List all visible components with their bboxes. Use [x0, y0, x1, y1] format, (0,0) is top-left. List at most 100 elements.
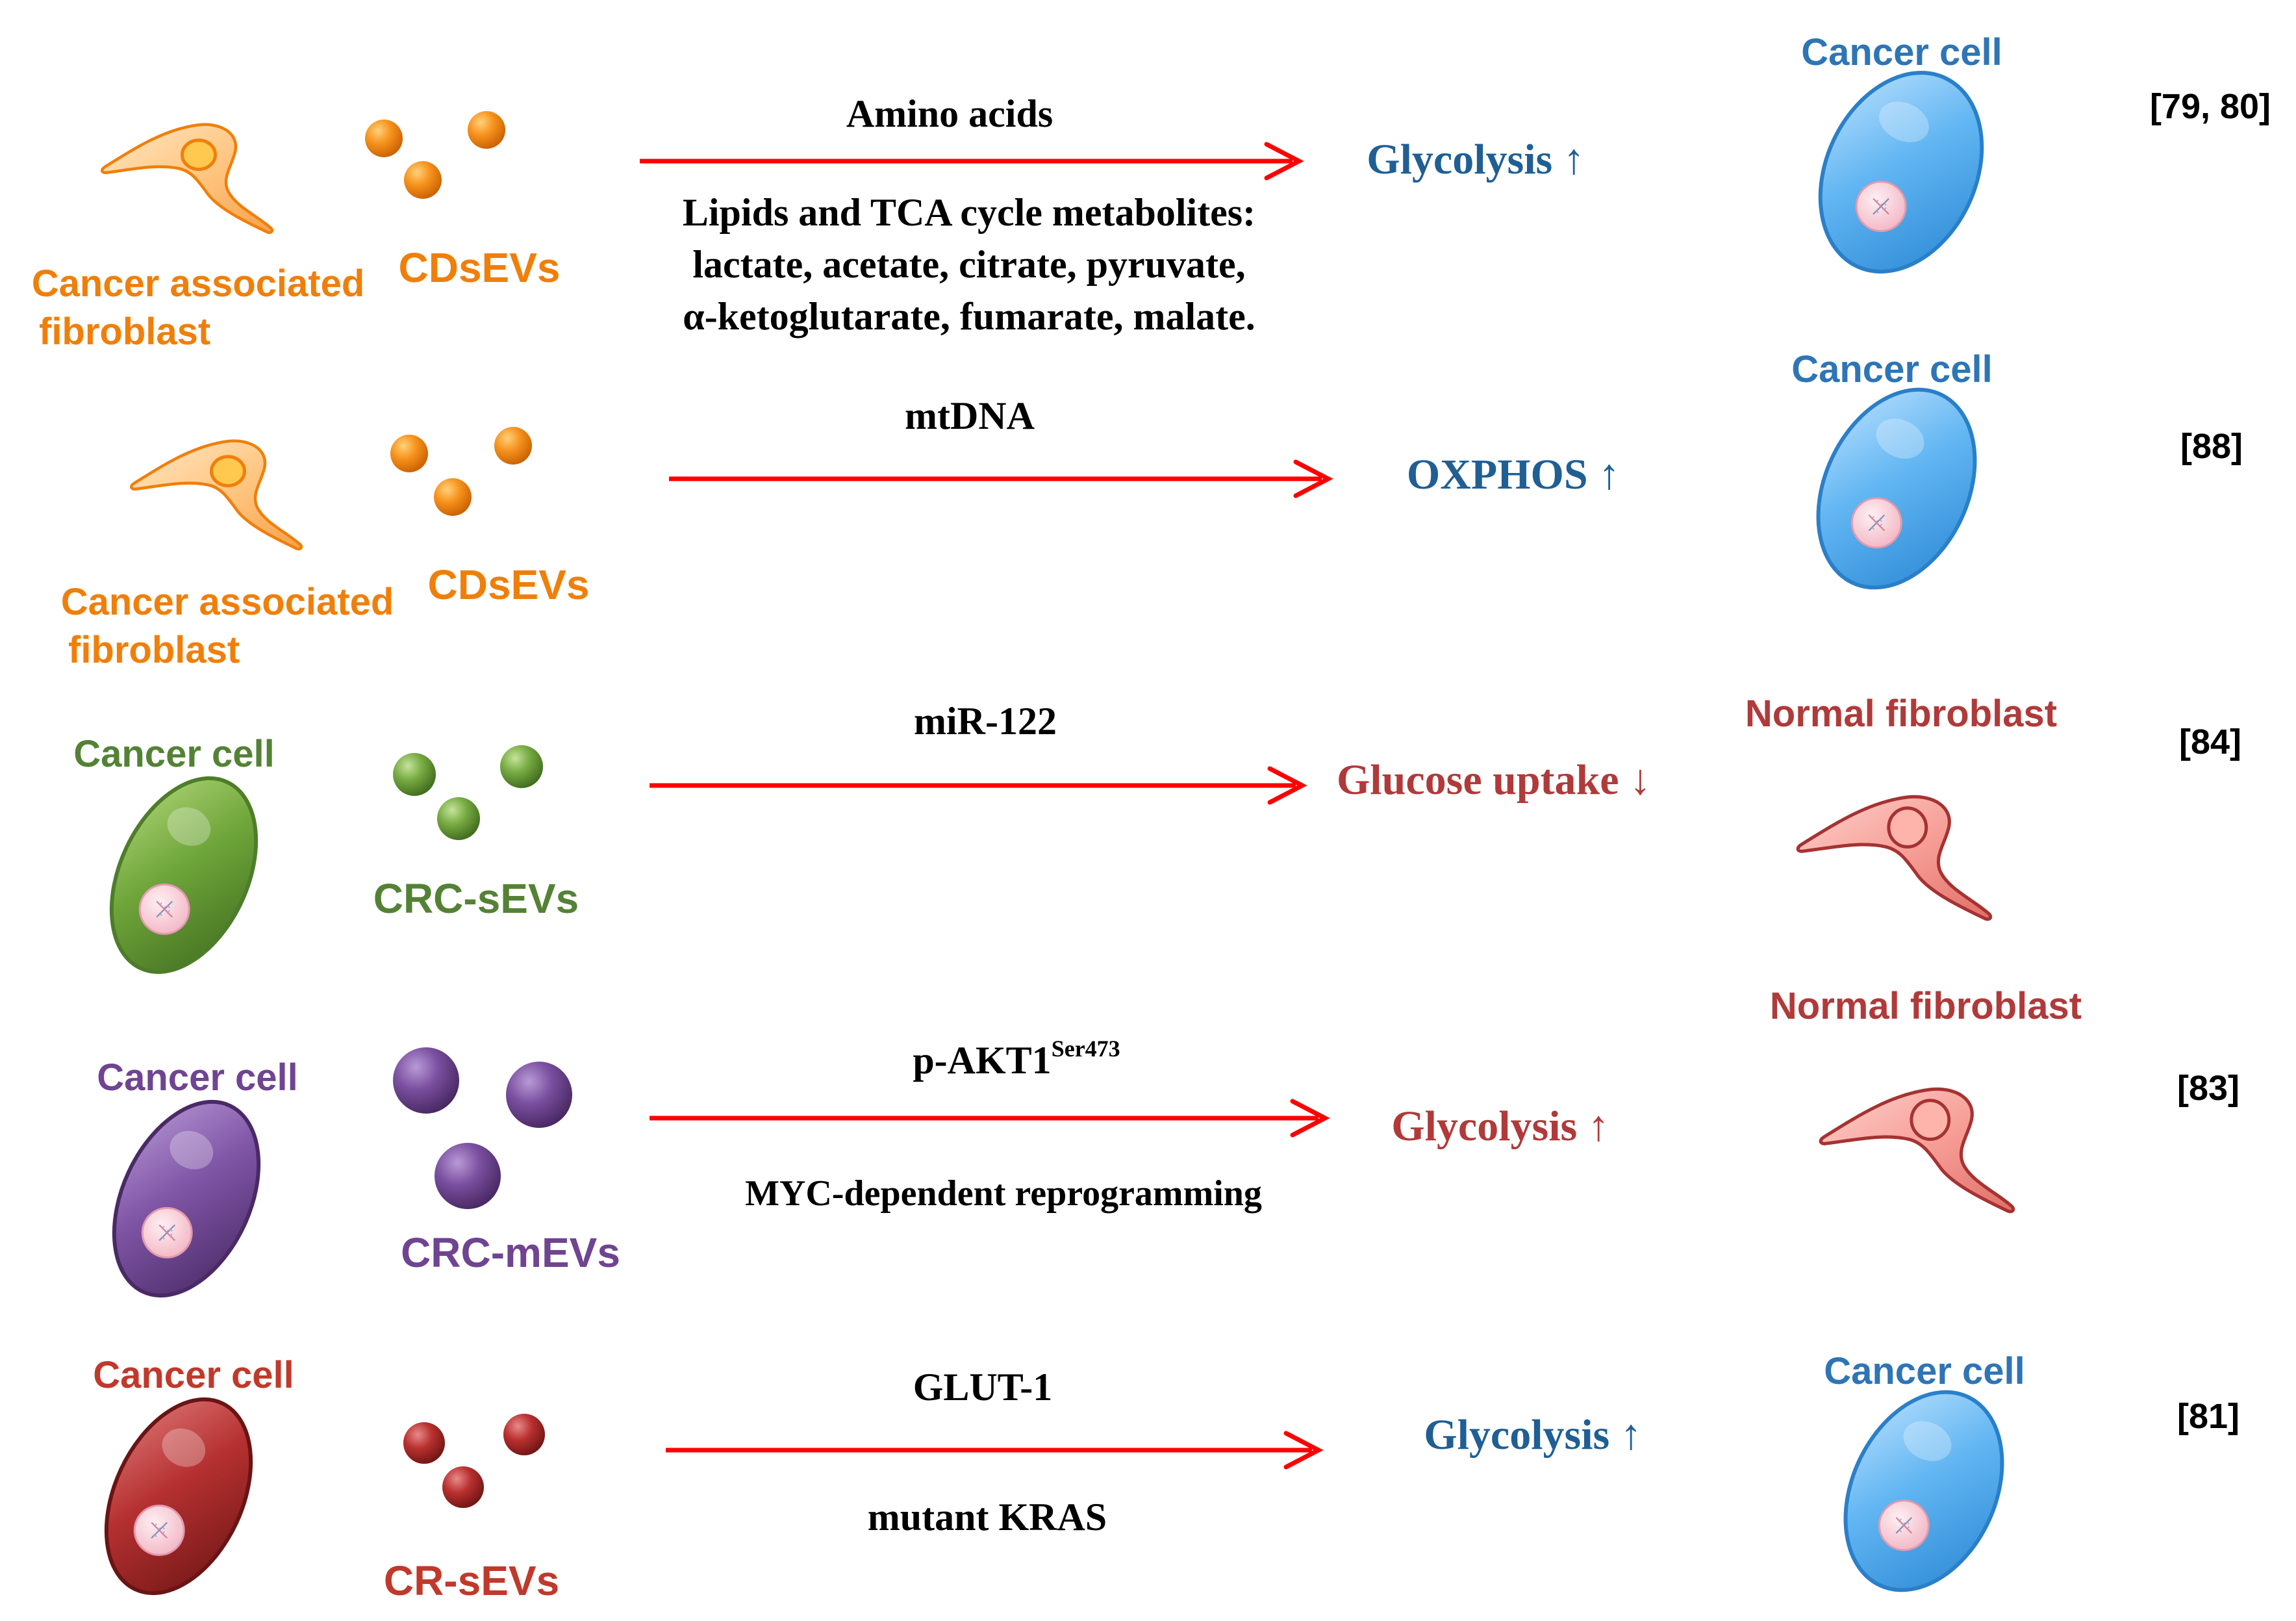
- source-cancer-cell-red-body: [104, 1397, 253, 1596]
- arrow-row-5-head: [1283, 1431, 1324, 1470]
- target-label: Normal fibroblast: [1770, 985, 2082, 1027]
- cargo-label: mtDNA: [905, 394, 1035, 437]
- source-cancer-cell-green-nucleus: [138, 883, 190, 935]
- normal-fibroblast-2: [1821, 1089, 2013, 1211]
- arrow-row-3-head: [1267, 766, 1307, 805]
- source-label: Cancer cell: [73, 733, 275, 775]
- arrow-layer: [640, 142, 1333, 1470]
- ev-particle: [365, 120, 403, 157]
- cargo-label: lactate, acetate, citrate, pyruvate,: [692, 243, 1245, 286]
- source-cancer-cell-red-highlight: [162, 1428, 206, 1467]
- arrow-row-1-head: [1264, 142, 1304, 181]
- ev-particle: [437, 797, 480, 840]
- target-cancer-cell-1-nucleus: [1855, 181, 1907, 233]
- target-cancer-cell-2-body: [1816, 387, 1977, 590]
- normal-fibroblast-1-nucleus: [1887, 806, 1928, 849]
- vesicle-label: CDsEVs: [428, 561, 590, 608]
- effect-label: Glycolysis ↑: [1391, 1103, 1609, 1150]
- effect-label: Glycolysis ↑: [1424, 1411, 1642, 1459]
- reference-label: [81]: [2177, 1397, 2239, 1436]
- target-cancer-cell-2-nucleus: [1850, 497, 1902, 549]
- cargo-label: Amino acids: [846, 92, 1053, 135]
- arrow-row-5: [666, 1431, 1324, 1470]
- ev-particle: [500, 745, 543, 788]
- cargo-label: α-ketoglutarate, fumarate, malate.: [683, 295, 1255, 338]
- target-cancer-cell-2: [1816, 387, 1977, 590]
- target-cancer-cell-2-highlight: [1876, 418, 1924, 459]
- source-label: fibroblast: [39, 311, 210, 353]
- cell-layer: [77, 71, 2032, 1596]
- source-cancer-cell-purple-nucleus: [141, 1206, 193, 1258]
- source-cancer-cell-green: [109, 776, 259, 975]
- ev-particle: [404, 161, 442, 199]
- arrow-row-1: [640, 142, 1304, 181]
- ev-particle: [393, 753, 436, 796]
- vesicle-label: CR-sEVs: [384, 1557, 559, 1604]
- ev-particle: [503, 1414, 545, 1455]
- normal-fibroblast-2-nucleus: [1910, 1099, 1951, 1141]
- target-cancer-cell-3: [1843, 1390, 2004, 1592]
- ev-particle: [435, 1143, 501, 1209]
- source-cancer-cell-purple-body: [112, 1099, 261, 1298]
- source-label: Cancer associated: [61, 581, 394, 623]
- arrow-row-2-head: [1293, 459, 1333, 498]
- cargo-label: miR-122: [914, 700, 1057, 743]
- target-cancer-cell-3-nucleus: [1878, 1500, 1930, 1551]
- effect-label: OXPHOS ↑: [1407, 451, 1620, 498]
- reference-label: [84]: [2179, 722, 2241, 761]
- source-label: Cancer cell: [97, 1056, 298, 1099]
- cargo-label: MYC-dependent reprogramming: [745, 1173, 1262, 1214]
- cargo-label: mutant KRAS: [868, 1496, 1107, 1538]
- target-label: Cancer cell: [1791, 348, 1993, 390]
- source-cancer-cell-purple-highlight: [170, 1130, 214, 1169]
- effect-label: Glucose uptake ↓: [1337, 756, 1651, 804]
- caf-fibroblast-1-nucleus: [181, 138, 217, 172]
- reference-label: [79, 80]: [2150, 87, 2271, 126]
- cargo-label-main: p-AKT1: [913, 1039, 1051, 1082]
- ev-particle: [403, 1422, 445, 1464]
- source-label: Cancer associated: [32, 262, 365, 305]
- vesicle-label: CRC-mEVs: [401, 1229, 620, 1276]
- arrow-row-3: [650, 766, 1307, 805]
- ev-particle: [393, 1047, 459, 1114]
- source-label: Cancer cell: [93, 1354, 294, 1396]
- source-cancer-cell-red-nucleus: [133, 1504, 185, 1556]
- source-cancer-cell-green-highlight: [167, 807, 211, 846]
- ev-particle: [442, 1466, 484, 1508]
- ev-particle: [494, 427, 532, 465]
- arrow-row-4-head: [1290, 1099, 1330, 1138]
- target-label: Cancer cell: [1801, 31, 2002, 73]
- source-cancer-cell-purple: [112, 1099, 261, 1298]
- reference-label: [83]: [2177, 1069, 2239, 1108]
- ev-particle: [468, 111, 505, 149]
- caf-fibroblast-1-body: [102, 125, 272, 233]
- caf-fibroblast-2: [131, 441, 301, 549]
- source-cancer-cell-green-body: [109, 776, 259, 975]
- caf-fibroblast-2-body: [131, 441, 301, 549]
- vesicle-label: CRC-sEVs: [373, 875, 579, 922]
- cargo-label: GLUT-1: [913, 1366, 1053, 1409]
- cargo-label: p-AKT1Ser473: [913, 1036, 1120, 1082]
- ev-particle: [434, 478, 472, 516]
- vesicle-label: CDsEVs: [399, 244, 561, 291]
- caf-fibroblast-2-nucleus: [210, 455, 246, 488]
- target-cancer-cell-1-highlight: [1878, 101, 1929, 142]
- target-label: Cancer cell: [1824, 1350, 2025, 1392]
- effect-label: Glycolysis ↑: [1367, 136, 1585, 183]
- arrow-row-4: [650, 1099, 1330, 1138]
- target-cancer-cell-3-body: [1843, 1390, 2004, 1592]
- target-cancer-cell-3-highlight: [1903, 1421, 1952, 1461]
- cargo-label: Lipids and TCA cycle metabolites:: [683, 191, 1255, 234]
- target-cancer-cell-1-body: [1818, 71, 1984, 274]
- arrow-row-2: [669, 459, 1333, 498]
- source-cancer-cell-red: [104, 1397, 253, 1596]
- normal-fibroblast-1: [1798, 797, 1991, 919]
- source-label: fibroblast: [68, 629, 240, 671]
- ev-particle: [506, 1062, 572, 1128]
- caf-fibroblast-1: [102, 125, 272, 233]
- target-cancer-cell-1: [1818, 71, 1984, 274]
- target-label: Normal fibroblast: [1745, 693, 2057, 735]
